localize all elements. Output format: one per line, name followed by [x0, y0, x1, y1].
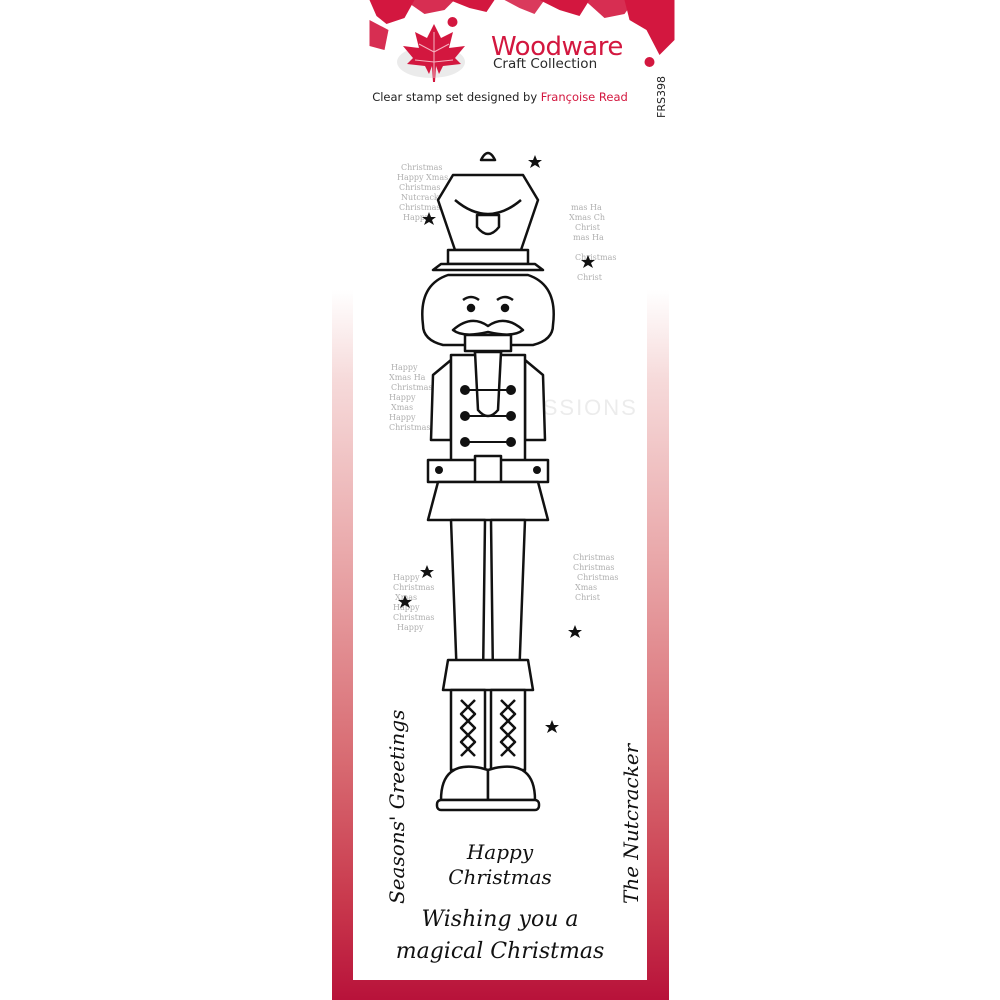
svg-text:mas Ha: mas Ha	[573, 233, 604, 242]
svg-text:mas Ha: mas Ha	[571, 203, 602, 212]
maple-leaf-logo-icon	[397, 24, 465, 82]
brand-name: Woodware	[491, 32, 623, 62]
svg-text:Happy: Happy	[393, 573, 420, 582]
stamp-panel: Woodware Craft Collection Clear stamp se…	[353, 0, 675, 980]
svg-text:Christmas: Christmas	[391, 383, 432, 392]
svg-text:Christmas: Christmas	[573, 553, 614, 562]
svg-text:Happy Xmas: Happy Xmas	[397, 173, 448, 182]
svg-text:Christmas: Christmas	[399, 183, 440, 192]
svg-text:Happy: Happy	[397, 623, 424, 632]
designer-name: Françoise Read	[540, 90, 628, 104]
credit-prefix: Clear stamp set designed by	[372, 90, 538, 104]
happy-line-1: Happy	[466, 840, 534, 864]
wishing-line-2: magical Christmas	[395, 939, 605, 964]
svg-text:Christmas: Christmas	[401, 163, 442, 172]
product-code: FRS398	[655, 76, 668, 118]
sentiment-wishing-you: Wishing you a magical Christmas	[353, 904, 647, 968]
svg-text:Happy: Happy	[389, 413, 416, 422]
brand-subtitle: Craft Collection	[493, 56, 598, 72]
svg-text:Nutcracker: Nutcracker	[401, 193, 448, 202]
svg-text:Christmas: Christmas	[575, 253, 616, 262]
svg-text:Happy: Happy	[391, 363, 418, 372]
svg-text:Christ: Christ	[575, 593, 601, 602]
svg-text:Xmas: Xmas	[575, 583, 597, 592]
svg-text:Christmas: Christmas	[577, 573, 618, 582]
svg-text:Happy: Happy	[389, 393, 416, 402]
svg-text:Xmas Ha: Xmas Ha	[389, 373, 426, 382]
product-card: Woodware Craft Collection Clear stamp se…	[332, 0, 675, 1000]
wishing-line-1: Wishing you a	[421, 907, 579, 932]
svg-text:Happy: Happy	[393, 603, 420, 612]
svg-text:Christmas: Christmas	[389, 423, 430, 432]
svg-text:Xmas: Xmas	[395, 593, 417, 602]
happy-line-2: Christmas	[448, 865, 552, 889]
svg-text:Xmas Ch: Xmas Ch	[569, 213, 605, 222]
maple-leaf-border-icon	[369, 0, 675, 67]
svg-text:Christmas: Christmas	[399, 203, 440, 212]
svg-text:Christ: Christ	[577, 273, 603, 282]
svg-text:Christmas: Christmas	[393, 613, 434, 622]
designer-credit: Clear stamp set designed by Françoise Re…	[353, 90, 647, 104]
sentiment-happy-christmas: Happy Christmas	[353, 840, 647, 890]
svg-text:Xmas: Xmas	[391, 403, 413, 412]
svg-text:Christmas: Christmas	[573, 563, 614, 572]
svg-text:Christ: Christ	[575, 223, 601, 232]
svg-text:Happy: Happy	[403, 213, 430, 222]
svg-text:Christmas: Christmas	[393, 583, 434, 592]
